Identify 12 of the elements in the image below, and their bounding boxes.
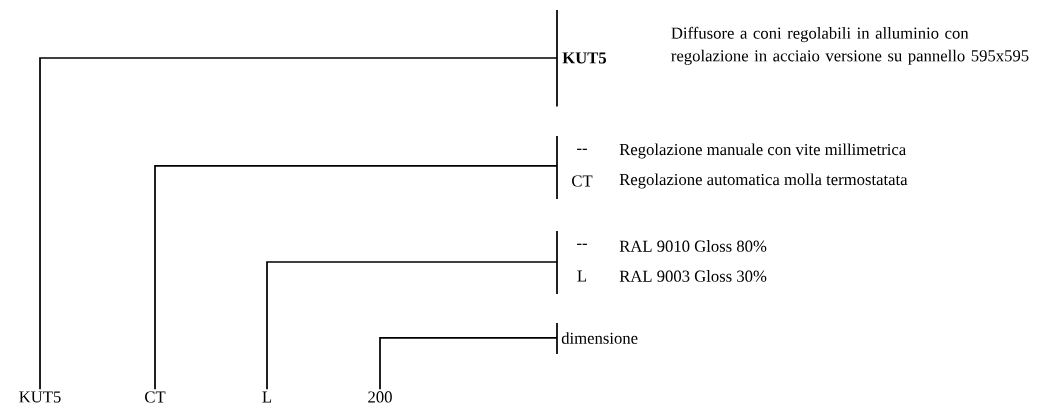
code-label: KUT5 [19, 391, 61, 403]
bracket-group: KUT5 Diffusore a coni regolabili in alluminio con regolazione in acciaio versione su pannello 595x595 [556, 9, 1029, 108]
connector-line [266, 261, 558, 391]
code-label: CT [145, 391, 166, 403]
code-label: 200 [368, 391, 392, 403]
connector-line [154, 165, 558, 391]
bracket-group: -- Regolazione manuale con vite millimetrica CT Regolazione automatica molla termostatata [556, 135, 908, 200]
connector-line [379, 337, 558, 391]
bracket-group: dimensione [556, 322, 638, 355]
code-label: L [262, 391, 272, 403]
connector-line [39, 57, 558, 391]
bracket-group: -- RAL 9010 Gloss 80% L RAL 9003 Gloss 30% [556, 230, 767, 295]
